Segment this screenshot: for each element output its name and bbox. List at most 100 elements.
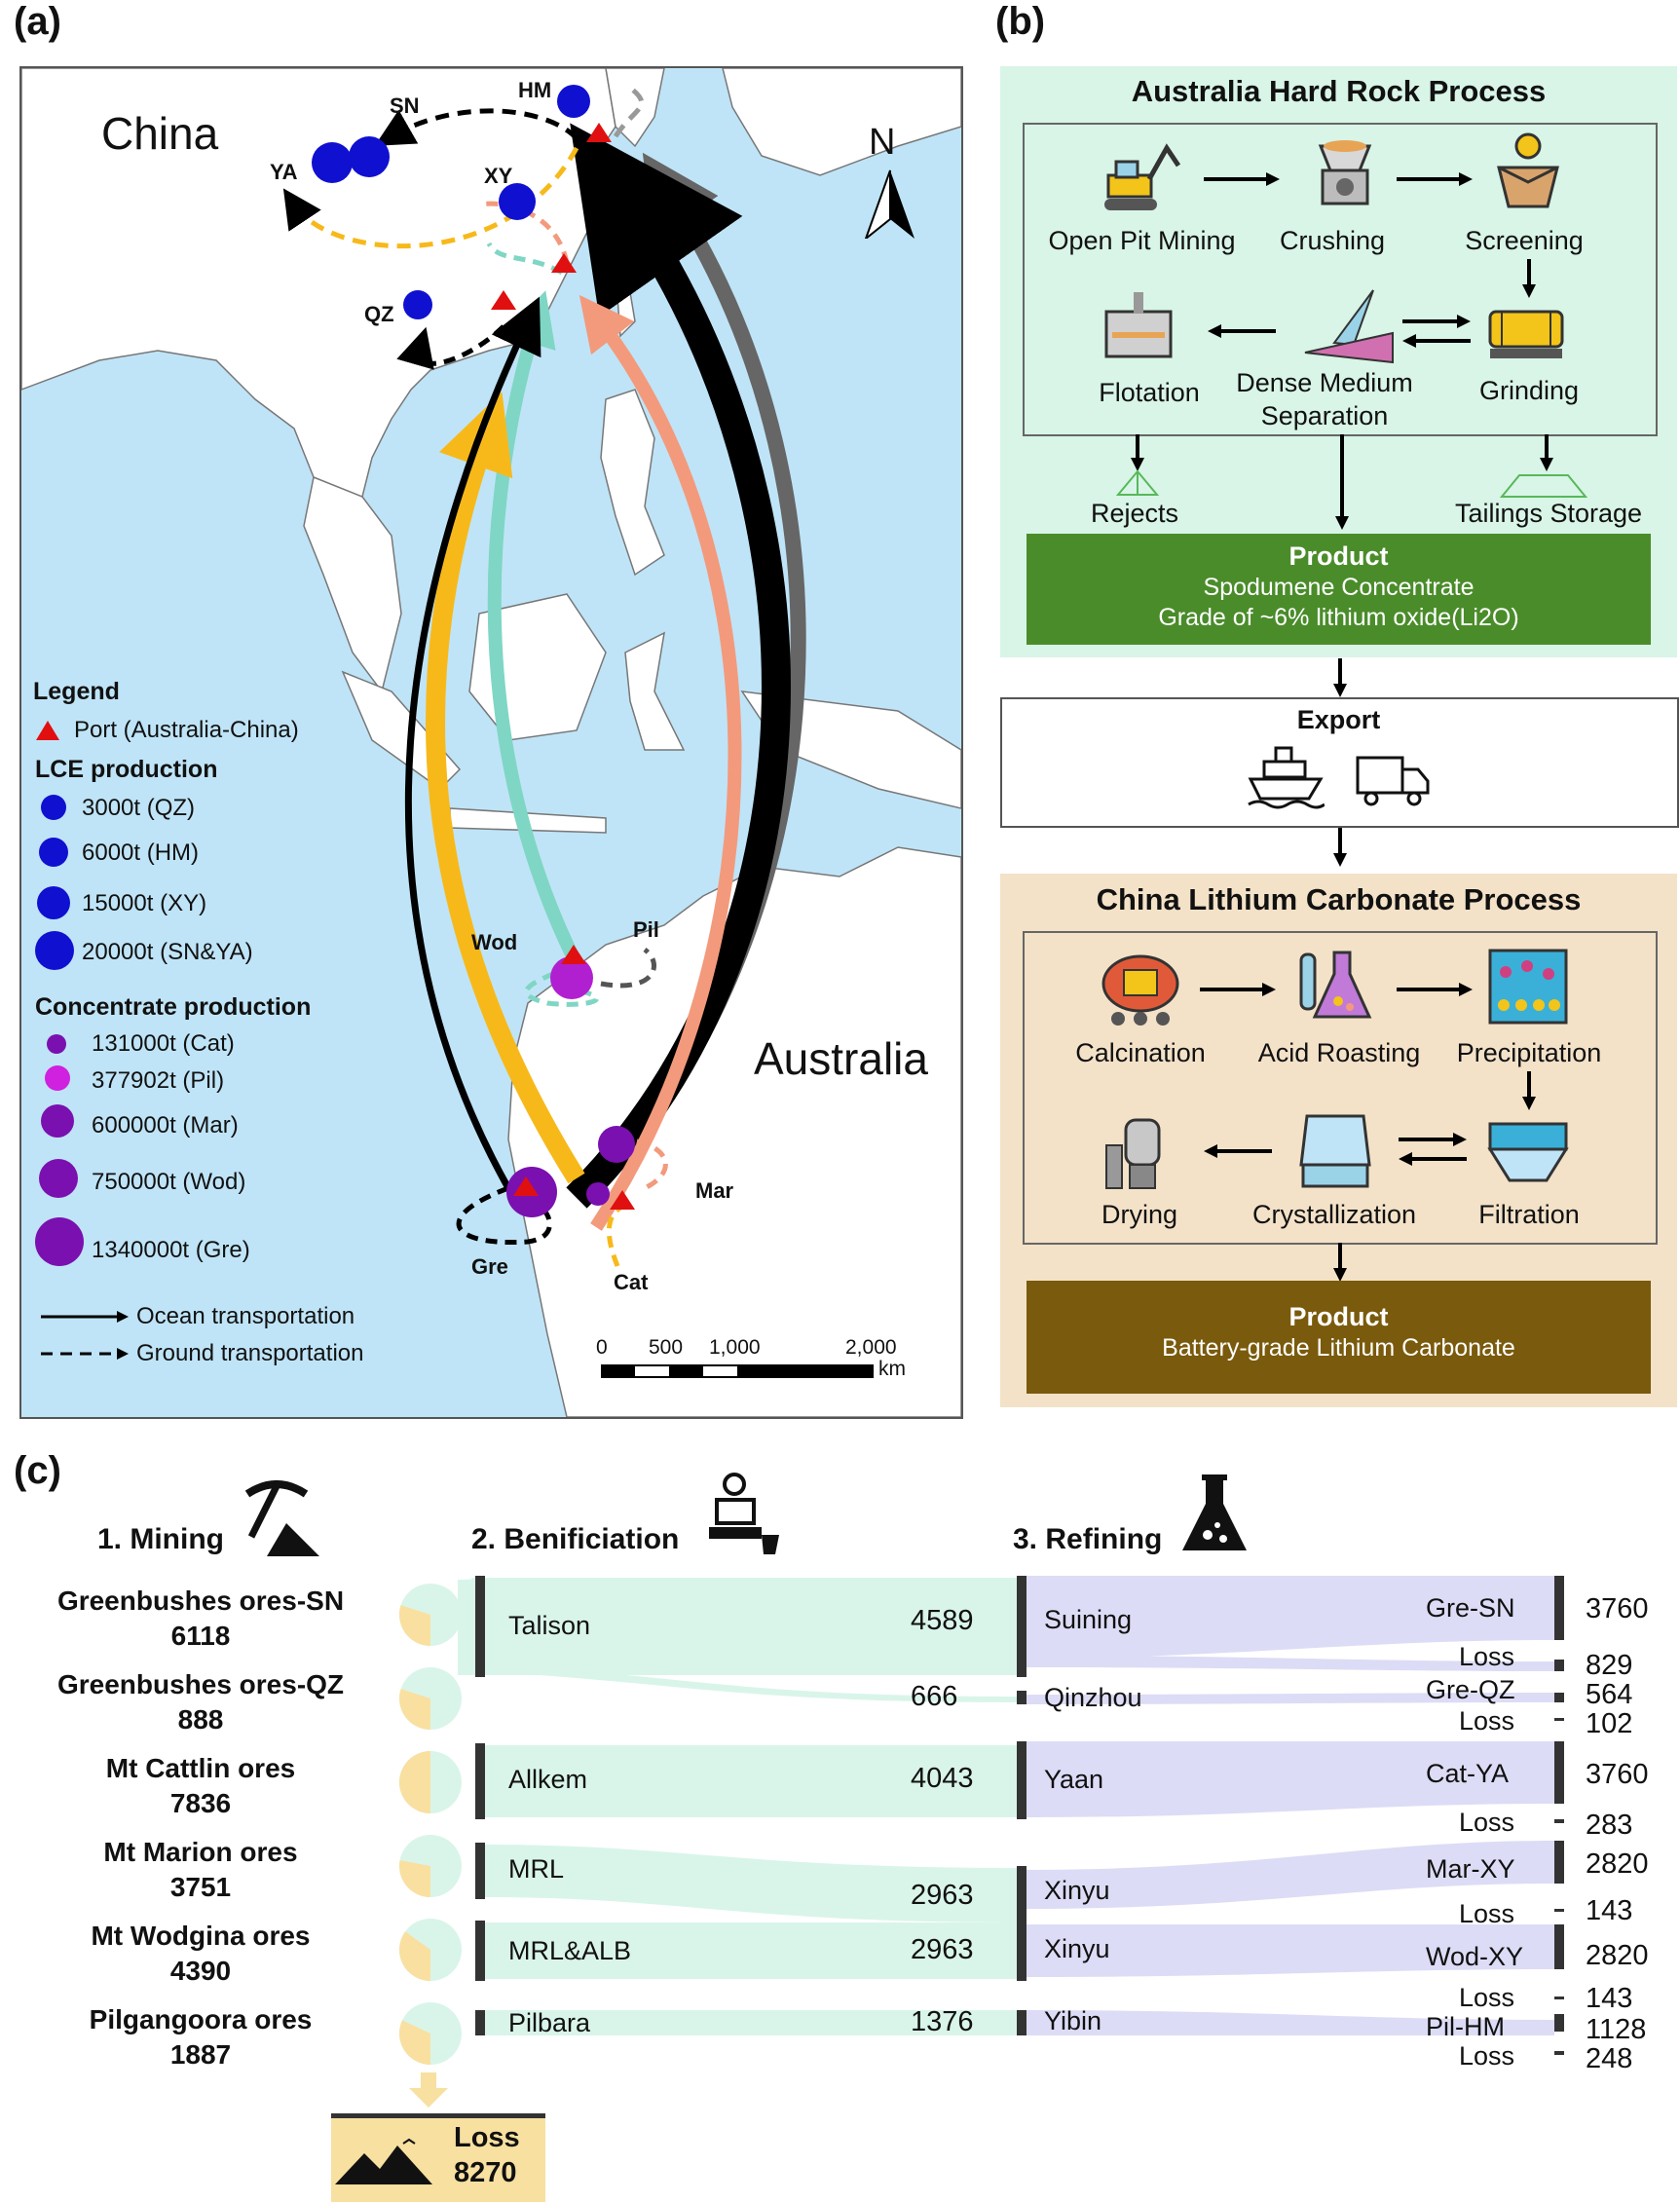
step-flotation: Flotation — [1099, 378, 1200, 407]
arrow-down — [1522, 1071, 1536, 1110]
ore-pies — [399, 1584, 462, 2065]
bar-refine — [1017, 1691, 1027, 1704]
sulawesi-land — [624, 631, 686, 751]
ore-pie-slice — [399, 1605, 430, 1646]
bar-output — [1554, 2014, 1564, 2032]
bar-benef — [475, 1921, 485, 1981]
port-cat — [610, 1190, 635, 1210]
bar-output — [1554, 1576, 1564, 1640]
legend-conc-dot — [45, 1065, 70, 1091]
legend-conc-item: 750000t (Wod) — [92, 1169, 246, 1195]
bar-output — [1554, 1741, 1564, 1804]
total-loss-box: Loss 8270 — [331, 2113, 545, 2202]
output-value: 3760 — [1586, 1759, 1649, 1790]
bar-output — [1554, 1718, 1564, 1721]
arrow-down — [1333, 1243, 1347, 1282]
hardrock-title: Australia Hard Rock Process — [1131, 74, 1547, 108]
refinery-label: Xinyu — [1044, 1934, 1110, 1963]
precipitation-icon — [1484, 945, 1572, 1028]
circle-qz — [403, 290, 432, 319]
bar-output — [1554, 2051, 1564, 2055]
flow-black-thin — [404, 296, 541, 1190]
benef-value: 4589 — [911, 1605, 974, 1636]
flow-ref-xy1 — [1023, 1841, 1554, 1909]
arrow-right — [1397, 172, 1473, 186]
legend-conc-dot — [35, 1217, 84, 1266]
flow-salmon — [579, 294, 742, 1231]
output-value: 102 — [1586, 1708, 1633, 1739]
step-screening: Screening — [1465, 226, 1584, 255]
refinery-label: Xinyu — [1044, 1876, 1110, 1905]
step-acid-roasting: Acid Roasting — [1257, 1038, 1421, 1067]
legend-conc-item: 600000t (Mar) — [92, 1112, 239, 1138]
port-xy — [551, 253, 577, 273]
bar-refine — [1017, 1866, 1027, 1981]
bar-output — [1554, 1924, 1564, 1969]
site-xy: XY — [484, 164, 513, 188]
output-value: 143 — [1586, 1983, 1633, 2014]
pickaxe-icon — [244, 1480, 319, 1556]
flow-ref-sn — [1023, 1576, 1554, 1660]
legend-lce-item: 6000t (HM) — [82, 840, 200, 866]
map-panel: N China Australia SN HM YA XY QZ Wod Pil… — [19, 66, 963, 1419]
flow-benef-qz — [481, 1663, 1019, 1702]
product-concentrate: Product Spodumene Concentrate Grade of ~… — [1027, 534, 1651, 645]
flow-benef-mrlalb — [481, 1922, 1019, 1979]
bar-output — [1554, 1997, 1564, 1999]
north-arrow-icon — [864, 169, 915, 239]
ore-pie-slice — [399, 1689, 430, 1730]
benef-label: MRL — [508, 1854, 565, 1884]
crystallization-icon — [1291, 1106, 1379, 1194]
step-grinding: Grinding — [1478, 376, 1580, 405]
acid-roasting-icon — [1291, 945, 1379, 1028]
arrow-left — [1204, 1144, 1272, 1158]
flow-yellow — [425, 392, 585, 1184]
output-label: Loss — [1459, 2041, 1515, 2071]
circle-xy — [499, 183, 536, 220]
step-dms-1: Dense Medium — [1236, 368, 1413, 397]
bar-output — [1554, 1841, 1564, 1884]
site-ya: YA — [270, 160, 298, 184]
output-value: 1128 — [1586, 2014, 1647, 2045]
ground-mar — [616, 1137, 668, 1191]
legend-lce-item: 3000t (QZ) — [82, 795, 196, 821]
site-qz: QZ — [364, 302, 394, 326]
flow-ref-sn-loss — [1023, 1656, 1554, 1671]
output-label: Loss — [1459, 1642, 1515, 1671]
output-value: 564 — [1586, 1679, 1633, 1710]
benef-label: MRL&ALB — [508, 1936, 632, 1965]
benef-value: 4043 — [911, 1763, 974, 1794]
bar-output — [1554, 1693, 1564, 1702]
flotation-icon — [1095, 288, 1182, 366]
loss-arrow-icon — [409, 2072, 448, 2108]
bar-refine — [1017, 1741, 1027, 1819]
flow-ref-xy2 — [1023, 1924, 1554, 1977]
arrow-right — [1204, 172, 1280, 186]
bar-refine — [1017, 1576, 1027, 1677]
output-value: 829 — [1586, 1650, 1633, 1681]
bar-benef — [475, 2010, 485, 2035]
flow-benef-talison — [481, 1578, 1019, 1675]
japan-land — [722, 68, 961, 176]
output-label: Cat-YA — [1426, 1759, 1510, 1788]
excavator-icon — [1099, 136, 1186, 214]
ship-icon — [1248, 746, 1325, 809]
legend-lce-dot — [35, 931, 74, 970]
ore-pie-slice — [399, 2020, 430, 2065]
legend-lce-item: 20000t (SN&YA) — [82, 939, 253, 965]
mountain-icon — [335, 2138, 432, 2184]
refinery-label: Qinzhou — [1044, 1683, 1142, 1712]
total-loss-label: Loss — [454, 2122, 520, 2153]
legend-conc-dot — [39, 1159, 78, 1198]
benef-label: Pilbara — [508, 2008, 591, 2037]
refinery-label: Yibin — [1044, 2006, 1102, 2035]
step-calcination: Calcination — [1075, 1038, 1206, 1067]
benef-value: 2963 — [911, 1880, 974, 1911]
calcination-icon — [1097, 945, 1184, 1028]
ground-wod — [523, 963, 599, 1007]
legend-port-icon — [36, 721, 59, 740]
